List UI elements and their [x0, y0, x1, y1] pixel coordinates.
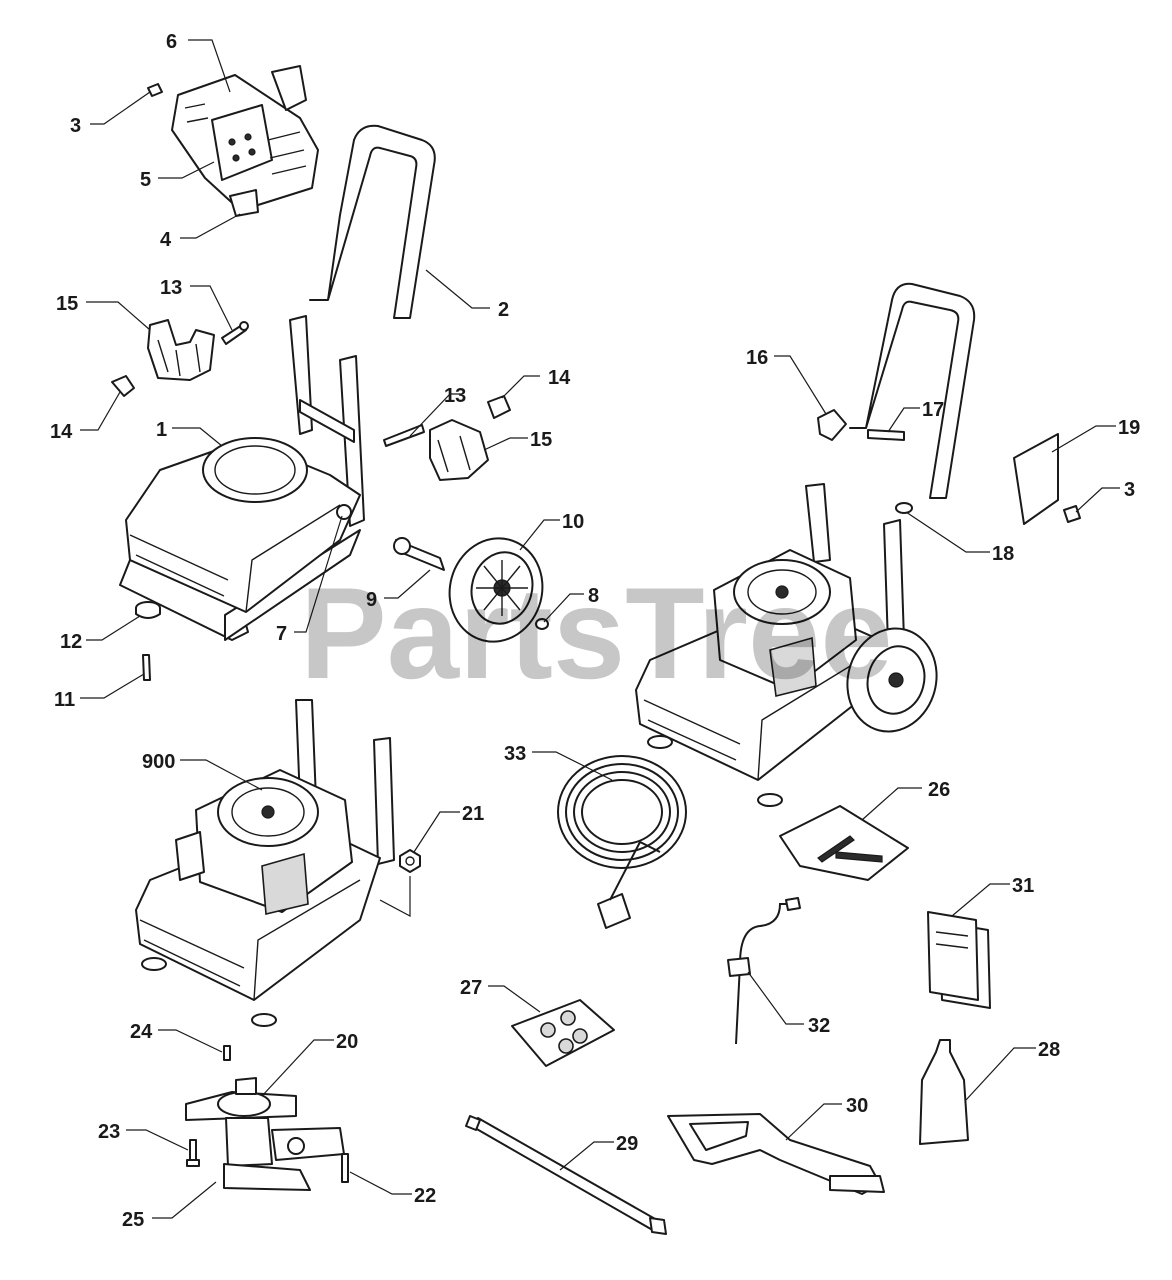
callout-6: 6 [166, 31, 177, 53]
knob-part-14 [111, 375, 135, 397]
callout-18: 18 [992, 543, 1014, 565]
wheel-part-10 [448, 537, 544, 643]
wand-part-29 [465, 1115, 667, 1235]
callout-15b: 15 [530, 429, 552, 451]
handle-part-2 [309, 124, 436, 319]
callout-17: 17 [922, 399, 944, 421]
bolt-part-13 [221, 321, 249, 345]
callout-29: 29 [616, 1133, 638, 1155]
hose-hook-part-15 [147, 319, 215, 381]
nozzle-kit-part-27 [511, 999, 615, 1067]
engine-unit-900 [135, 699, 395, 1027]
callout-2: 2 [498, 299, 509, 321]
callout-32: 32 [808, 1015, 830, 1037]
shroud-part-1 [125, 437, 361, 613]
foot-part-12 [135, 601, 161, 619]
control-panel-part [171, 65, 319, 217]
callout-7: 7 [276, 623, 287, 645]
hose-part-33 [557, 755, 687, 929]
bolt-part-17 [867, 429, 905, 441]
callout-20: 20 [336, 1031, 358, 1053]
axle-part-9 [393, 537, 445, 571]
callout-19: 19 [1118, 417, 1140, 439]
callout-labels: 6 3 5 4 2 15 13 14 1 13 14 15 10 9 8 12 … [50, 31, 1140, 1231]
watermark: PartsTree [300, 560, 893, 706]
callout-15: 15 [56, 293, 78, 315]
callout-24: 24 [130, 1021, 153, 1043]
callout-5: 5 [140, 169, 151, 191]
callout-30: 30 [846, 1095, 868, 1117]
callout-11: 11 [54, 689, 75, 711]
callout-23: 23 [98, 1121, 120, 1143]
callout-21: 21 [462, 803, 484, 825]
manual-part-31 [927, 911, 991, 1009]
callout-13: 13 [160, 277, 182, 299]
callout-14: 14 [50, 421, 73, 443]
kit-part-26 [779, 805, 909, 881]
callout-16: 16 [746, 347, 768, 369]
cap-part-18 [895, 502, 913, 514]
callout-27: 27 [460, 977, 482, 999]
bolt-part-23 [186, 1139, 200, 1167]
knob-part-14b [487, 395, 511, 419]
callout-22: 22 [414, 1185, 436, 1207]
callout-1: 1 [156, 419, 167, 441]
frame-part-1 [119, 315, 365, 641]
handle-part-2-right [849, 282, 976, 499]
leader-lines [80, 39, 1120, 1219]
assembled-unit [635, 483, 938, 807]
callout-3: 3 [70, 115, 81, 137]
callout-9: 9 [366, 589, 377, 611]
knob-part-16 [817, 409, 847, 441]
spray-gun-part-30 [667, 1113, 885, 1195]
callout-31: 31 [1012, 875, 1034, 897]
callout-25: 25 [122, 1209, 144, 1231]
pump-part-20 [185, 1077, 345, 1191]
detergent-tube-part-32 [727, 897, 801, 1045]
pin-part-24 [223, 1045, 231, 1061]
bolt-part-13b [383, 424, 425, 447]
callout-12: 12 [60, 631, 82, 653]
callout-33: 33 [504, 743, 526, 765]
callout-26: 26 [928, 779, 950, 801]
callout-14b: 14 [548, 367, 571, 389]
callout-8: 8 [588, 585, 599, 607]
callout-4: 4 [160, 229, 172, 251]
callout-900: 900 [142, 751, 175, 773]
callout-13b: 13 [444, 385, 466, 407]
nut-part-21 [399, 849, 421, 873]
callout-28: 28 [1038, 1039, 1060, 1061]
screw-part-11 [142, 654, 151, 681]
bolt-part-22 [341, 1153, 349, 1183]
hose-hook-part-15b [429, 419, 489, 481]
callout-10: 10 [562, 511, 584, 533]
plate-part-19 [1013, 433, 1059, 525]
bushing-part-7 [336, 504, 352, 520]
callout-3b: 3 [1124, 479, 1135, 501]
screw-part-3b [1063, 505, 1081, 523]
screw-part-3 [147, 83, 163, 97]
bottle-part-28 [919, 1039, 969, 1145]
